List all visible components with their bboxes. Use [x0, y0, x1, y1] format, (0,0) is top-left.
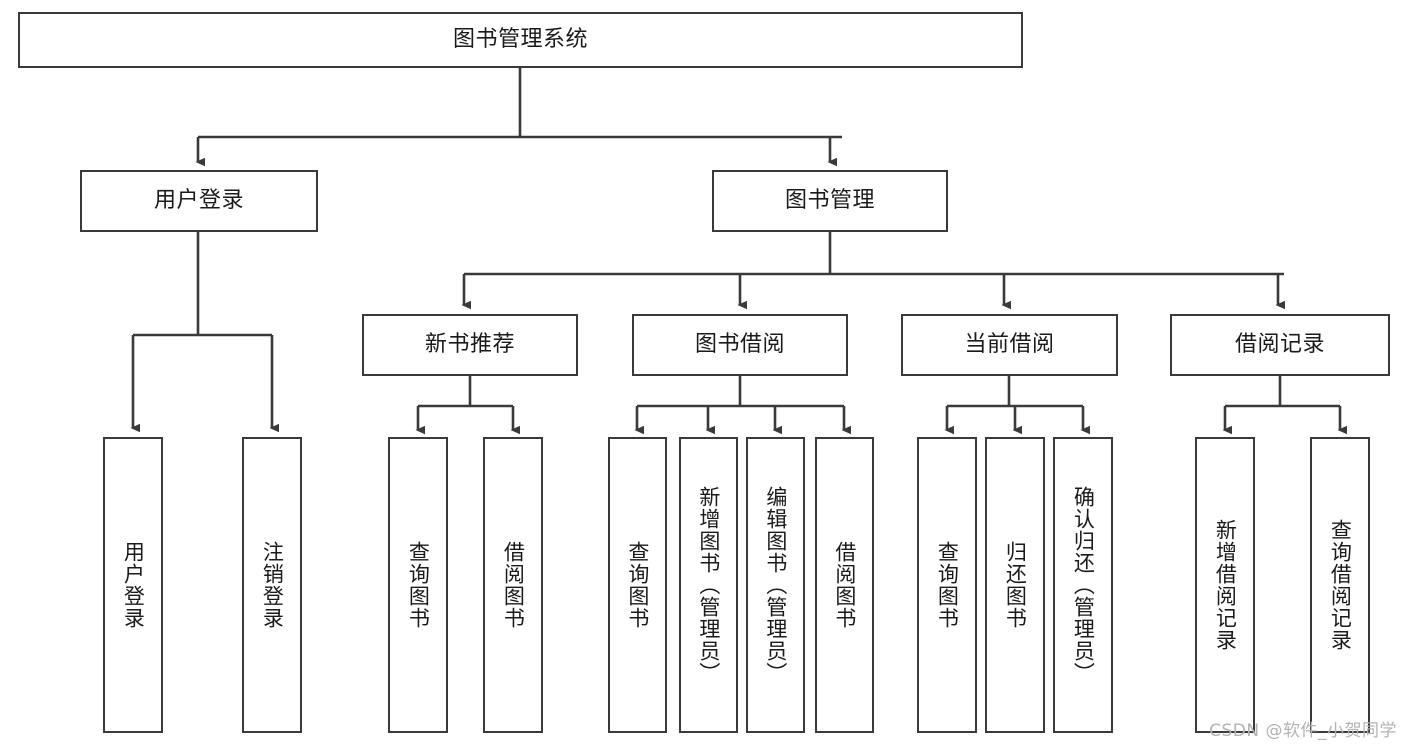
- node-leaf-query-book-1[interactable]: 查询图书: [388, 437, 448, 733]
- node-user-login-label: 用户登录: [153, 187, 244, 213]
- node-leaf-query-book-3-label: 查询图书: [935, 541, 960, 629]
- node-leaf-edit-book-label: 编辑图书（管理员）: [763, 486, 788, 684]
- node-new-book-rec[interactable]: 新书推荐: [362, 314, 578, 376]
- node-leaf-query-book-3[interactable]: 查询图书: [917, 437, 977, 733]
- node-leaf-user-login[interactable]: 用户登录: [103, 437, 163, 733]
- node-leaf-borrow-book-1[interactable]: 借阅图书: [483, 437, 543, 733]
- node-root[interactable]: 图书管理系统: [18, 12, 1023, 68]
- node-leaf-user-logout-label: 注销登录: [260, 541, 285, 629]
- node-leaf-add-book-label: 新增图书（管理员）: [696, 486, 721, 684]
- node-leaf-query-record-label: 查询借阅记录: [1328, 519, 1353, 651]
- node-leaf-edit-book[interactable]: 编辑图书（管理员）: [746, 437, 805, 733]
- node-leaf-add-record[interactable]: 新增借阅记录: [1195, 437, 1255, 733]
- node-leaf-confirm-return-label: 确认归还（管理员）: [1071, 486, 1096, 684]
- node-book-manage[interactable]: 图书管理: [712, 170, 948, 232]
- node-leaf-query-book-2[interactable]: 查询图书: [608, 437, 667, 733]
- node-leaf-borrow-book-1-label: 借阅图书: [501, 541, 526, 629]
- node-leaf-user-login-label: 用户登录: [121, 541, 146, 629]
- csdn-watermark: CSDN @软件_小贺同学: [1209, 721, 1397, 741]
- node-leaf-user-logout[interactable]: 注销登录: [242, 437, 302, 733]
- node-leaf-add-book[interactable]: 新增图书（管理员）: [679, 437, 738, 733]
- node-leaf-return-book[interactable]: 归还图书: [985, 437, 1045, 733]
- node-leaf-confirm-return[interactable]: 确认归还（管理员）: [1053, 437, 1113, 733]
- node-leaf-query-book-1-label: 查询图书: [406, 541, 431, 629]
- node-leaf-borrow-book-2[interactable]: 借阅图书: [815, 437, 874, 733]
- node-leaf-add-record-label: 新增借阅记录: [1213, 519, 1238, 651]
- node-current-borrow-label: 当前借阅: [964, 331, 1055, 357]
- node-borrow-record-label: 借阅记录: [1234, 331, 1325, 357]
- node-leaf-borrow-book-2-label: 借阅图书: [832, 541, 857, 629]
- node-current-borrow[interactable]: 当前借阅: [901, 314, 1118, 376]
- node-borrow-record[interactable]: 借阅记录: [1170, 314, 1390, 376]
- node-book-borrow[interactable]: 图书借阅: [632, 314, 848, 376]
- node-user-login[interactable]: 用户登录: [80, 170, 318, 232]
- node-leaf-query-book-2-label: 查询图书: [625, 541, 650, 629]
- node-leaf-query-record[interactable]: 查询借阅记录: [1310, 437, 1370, 733]
- node-root-label: 图书管理系统: [452, 26, 588, 52]
- node-new-book-rec-label: 新书推荐: [424, 331, 515, 357]
- node-book-manage-label: 图书管理: [784, 187, 875, 213]
- node-book-borrow-label: 图书借阅: [694, 331, 785, 357]
- node-leaf-return-book-label: 归还图书: [1003, 541, 1028, 629]
